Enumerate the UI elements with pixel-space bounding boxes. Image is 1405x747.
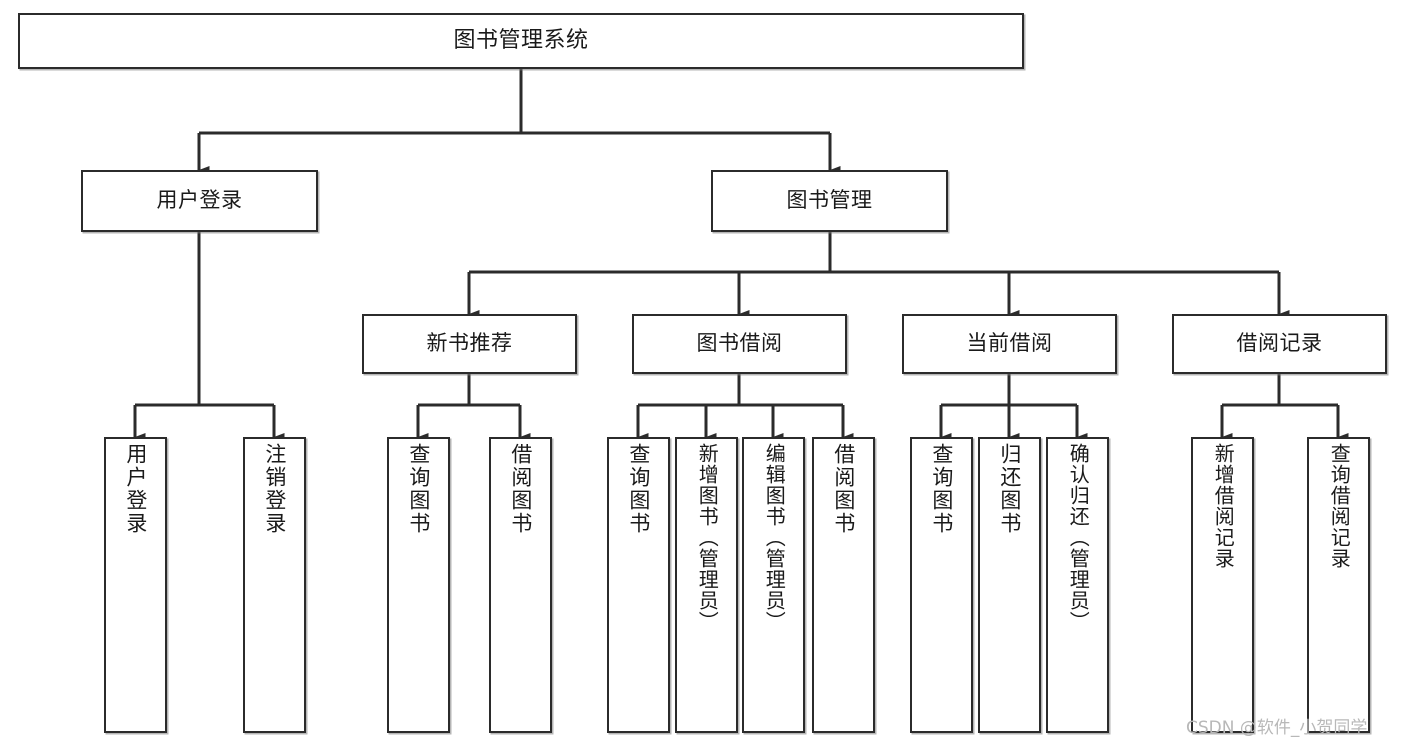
node-label: 借阅记录 [1236,331,1323,356]
node-leaf-query-book-current[interactable]: 查询图书 [910,437,973,733]
node-leaf-add-borrow-record[interactable]: 新增借阅记录 [1191,437,1254,733]
node-leaf-return-book[interactable]: 归还图书 [978,437,1041,733]
node-leaf-query-borrow-record[interactable]: 查询借阅记录 [1307,437,1370,733]
node-leaf-add-book-admin[interactable]: 新增图书（管理员） [675,437,738,733]
node-label: 查询图书 [626,443,651,535]
node-book-borrow[interactable]: 图书借阅 [632,314,847,374]
node-label: 图书管理系统 [453,27,589,53]
node-leaf-borrow-book-recommend[interactable]: 借阅图书 [489,437,552,733]
node-new-book-recommend[interactable]: 新书推荐 [362,314,577,374]
node-label: 查询图书 [406,443,431,535]
node-label: 当前借阅 [966,331,1053,356]
node-leaf-confirm-return-admin[interactable]: 确认归还（管理员） [1046,437,1109,733]
node-label: 新增图书（管理员） [695,443,720,632]
node-borrow-record[interactable]: 借阅记录 [1172,314,1387,374]
node-root[interactable]: 图书管理系统 [18,13,1024,69]
node-label: 图书借阅 [696,331,783,356]
node-label: 新增借阅记录 [1211,443,1236,569]
node-label: 查询借阅记录 [1327,443,1352,569]
node-book-manage[interactable]: 图书管理 [711,170,948,232]
node-label: 归还图书 [997,443,1022,535]
csdn-watermark: CSDN @软件_小贺同学 [1186,718,1368,738]
node-label: 编辑图书（管理员） [762,443,787,632]
node-label: 确认归还（管理员） [1066,443,1091,632]
node-leaf-query-book-borrow[interactable]: 查询图书 [607,437,670,733]
node-user-login[interactable]: 用户登录 [81,170,318,232]
node-leaf-user-login[interactable]: 用户登录 [104,437,167,733]
node-label: 新书推荐 [426,331,513,356]
node-leaf-borrow-book[interactable]: 借阅图书 [812,437,875,733]
node-label: 用户登录 [156,188,243,213]
node-label: 注销登录 [262,443,287,535]
node-leaf-edit-book-admin[interactable]: 编辑图书（管理员） [742,437,805,733]
node-leaf-query-book-recommend[interactable]: 查询图书 [387,437,450,733]
node-current-borrow[interactable]: 当前借阅 [902,314,1117,374]
node-label: 借阅图书 [508,443,533,535]
node-label: 查询图书 [929,443,954,535]
node-label: 用户登录 [123,443,148,535]
node-label: 借阅图书 [831,443,856,535]
node-label: 图书管理 [786,188,873,213]
node-leaf-user-logout[interactable]: 注销登录 [243,437,306,733]
